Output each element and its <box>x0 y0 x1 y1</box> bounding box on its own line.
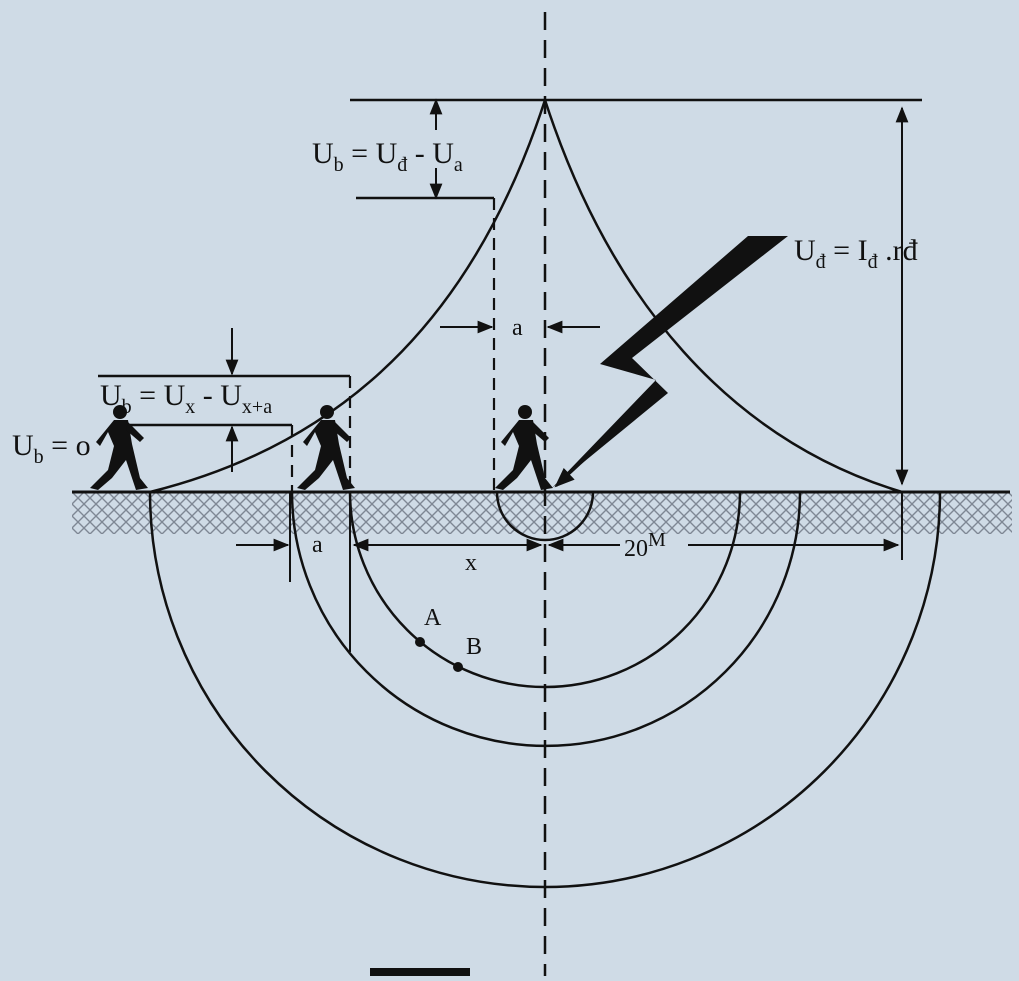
equipotential-arc-2 <box>290 491 802 748</box>
label-distance: 20M <box>624 529 666 562</box>
label-point-b: B <box>466 634 482 660</box>
person-left-icon <box>90 405 148 490</box>
ground-strip <box>72 492 1012 534</box>
label-a-bottom: a <box>312 532 323 558</box>
label-x: x <box>465 550 477 576</box>
equipotential-arc-3 <box>148 491 942 889</box>
label-step-zero: Ub = o <box>12 429 91 468</box>
point-b-dot <box>453 662 463 672</box>
point-a-dot <box>415 637 425 647</box>
label-step-top: Ub = Uđ - Ua <box>312 137 463 176</box>
person-center-icon <box>495 405 553 490</box>
label-step-mid: Ub = Ux - Ux+a <box>100 379 272 418</box>
person-middle-icon <box>297 405 355 490</box>
electrode-hemisphere <box>495 491 595 542</box>
lightning-arrow-tip <box>554 435 611 488</box>
label-a-top: a <box>512 315 523 341</box>
label-point-a: A <box>424 605 442 631</box>
label-electrode-voltage: Uđ = Iđ .rđ <box>794 234 918 273</box>
equipotential-arc-1 <box>348 491 742 689</box>
bottom-bar <box>370 968 470 976</box>
lightning-bolt <box>552 236 788 488</box>
